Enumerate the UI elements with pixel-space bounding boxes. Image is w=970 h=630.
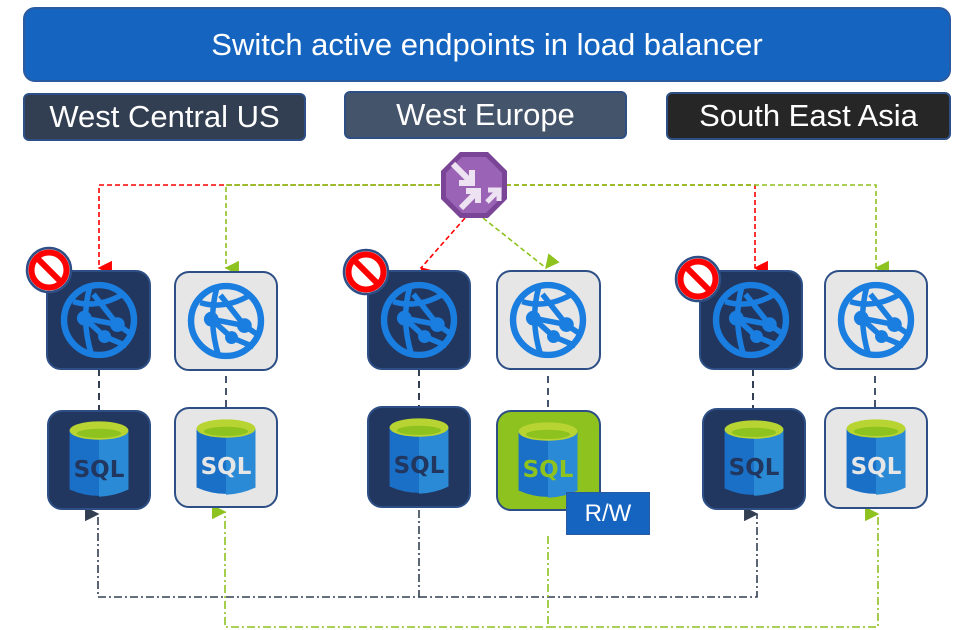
sql-label: SQL [394, 453, 445, 479]
read-write-badge: R/W [566, 492, 650, 535]
sql-db-sea-secondary[interactable]: SQL [702, 408, 806, 510]
web-app-sea-primary[interactable] [699, 270, 803, 370]
sql-label: SQL [729, 455, 780, 481]
region-label-south-east-asia: South East Asia [666, 92, 951, 140]
sql-label: SQL [74, 457, 125, 483]
no-entry-icon [676, 257, 720, 301]
link-lb-to-sea-secondary [506, 184, 889, 276]
link-lb-to-wcus-primary [97, 184, 440, 276]
link-lb-to-sea-primary [506, 184, 768, 276]
sql-label: SQL [851, 454, 902, 480]
web-app-wcus-primary[interactable] [46, 270, 151, 370]
sql-db-we-secondary[interactable]: SQL [367, 406, 471, 508]
region-label-west-central-us: West Central US [23, 93, 306, 141]
sql-db-sea-tertiary[interactable]: SQL [824, 407, 928, 509]
app-db-links [98, 369, 876, 412]
replication-green-line [212, 504, 549, 628]
web-app-we-secondary[interactable] [496, 270, 601, 370]
link-lb-to-we-secondary [482, 217, 560, 270]
web-app-sea-secondary[interactable] [824, 270, 928, 370]
sql-db-wcus-primary[interactable]: SQL [47, 410, 151, 510]
link-lb-to-we-primary [419, 217, 466, 282]
region-label-west-europe: West Europe [344, 91, 627, 139]
sql-db-wcus-secondary[interactable]: SQL [174, 407, 278, 508]
web-app-we-primary[interactable] [367, 270, 471, 370]
web-app-wcus-secondary[interactable] [174, 271, 278, 371]
replication-links [85, 504, 880, 628]
no-entry-icon [27, 248, 71, 292]
title-banner: Switch active endpoints in load balancer [23, 7, 951, 82]
sql-label: SQL [201, 454, 252, 480]
replication-dark-line [85, 506, 420, 598]
load-balancer-links [97, 184, 889, 282]
load-balancer-icon[interactable] [441, 152, 507, 218]
sql-db-we-primary[interactable]: SQL [496, 410, 601, 511]
no-entry-icon [344, 250, 388, 294]
sql-label: SQL [523, 457, 574, 483]
link-lb-to-wcus-secondary [224, 184, 440, 276]
